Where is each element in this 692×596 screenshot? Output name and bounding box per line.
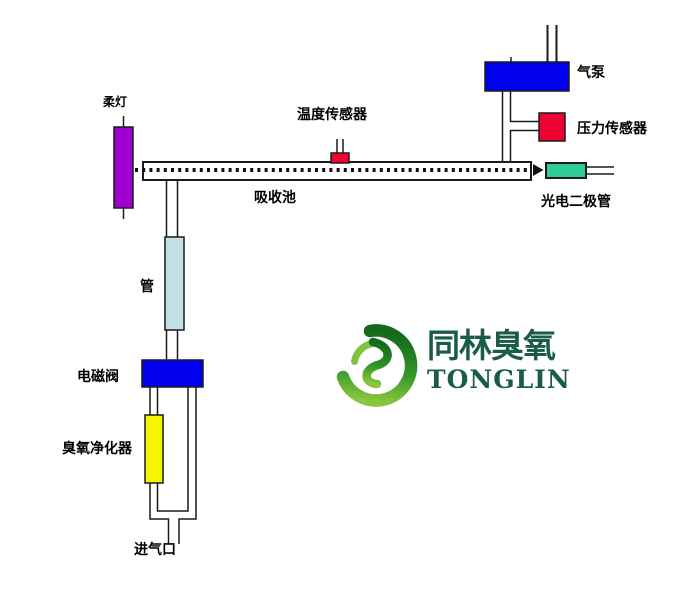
air-pump-shape [484, 61, 570, 92]
temp-sensor-label: 温度传感器 [297, 107, 367, 123]
photodiode-label: 光电二极管 [541, 194, 611, 210]
air-pump-label: 气泵 [577, 65, 605, 81]
solenoid-valve-shape [141, 359, 204, 388]
pressure-sensor-shape [538, 112, 566, 142]
tonglin-logo-swirl-icon [336, 324, 418, 407]
solenoid-valve-label: 电磁阀 [77, 369, 119, 385]
lamp-label: 柔灯 [103, 95, 128, 109]
pressure-branch-pipe [509, 129, 539, 162]
tube-label: 管 [140, 279, 154, 295]
tube-shape [164, 236, 185, 331]
pressure-sensor-label: 压力传感器 [577, 121, 647, 137]
ozone-purifier-label: 臭氧净化器 [62, 441, 132, 457]
pressure-branch-pipe [509, 91, 539, 123]
air-inlet-label: 进气口 [134, 542, 176, 558]
ozone-purifier-shape [144, 414, 164, 484]
temp-sensor-shape [330, 152, 350, 164]
absorption-cell-label: 吸收池 [254, 190, 296, 206]
brand-name-chinese: 同林臭氧 [427, 326, 556, 365]
brand-name-english: TONGLIN [427, 365, 571, 394]
photodiode-shape [545, 162, 587, 179]
beam-arrow-icon [533, 164, 544, 176]
lamp-shape [113, 126, 134, 209]
